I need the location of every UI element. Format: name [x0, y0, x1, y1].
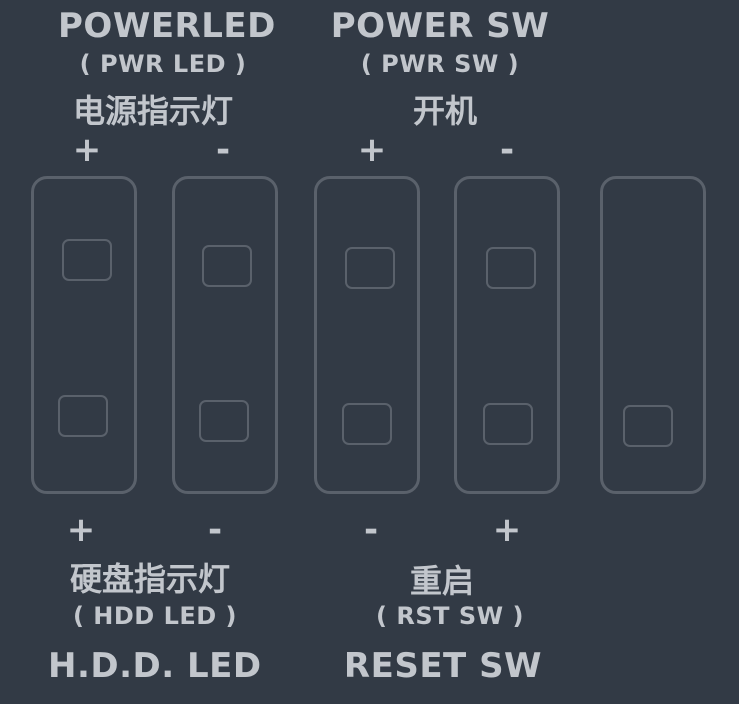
- reset-sw-label: RESET SW: [343, 646, 543, 686]
- pin-pad-top: [202, 245, 252, 287]
- pin-pad-bottom: [199, 400, 249, 442]
- hdd-led-minus-sign: -: [207, 510, 223, 550]
- pin-pad-top: [486, 247, 536, 289]
- power-sw-minus-sign: -: [499, 130, 515, 170]
- power-led-plus-sign: +: [72, 130, 102, 170]
- power-led-label: POWERLED: [58, 6, 276, 46]
- reset-sw-code: ( RST SW ): [376, 602, 524, 630]
- power-sw-code: ( PWR SW ): [360, 50, 520, 78]
- hdd-led-label: H.D.D. LED: [48, 646, 262, 686]
- pin-pad-bottom: [483, 403, 533, 445]
- pin-column-1: [31, 176, 137, 494]
- reset-sw-cn: 重启: [409, 562, 474, 600]
- pin-column-5: [600, 176, 706, 494]
- reset-sw-minus-sign: -: [363, 510, 379, 550]
- hdd-led-code: ( HDD LED ): [72, 602, 238, 630]
- hdd-led-plus-sign: +: [66, 510, 96, 550]
- pin-pad-bottom: [623, 405, 673, 447]
- pin-column-2: [172, 176, 278, 494]
- pin-pad-top: [62, 239, 112, 281]
- power-sw-cn: 开机: [412, 92, 477, 130]
- reset-sw-plus-sign: +: [492, 510, 522, 550]
- power-sw-plus-sign: +: [357, 130, 387, 170]
- pin-pad-bottom: [342, 403, 392, 445]
- pin-column-3: [314, 176, 420, 494]
- pin-column-4: [454, 176, 560, 494]
- pin-pad-bottom: [58, 395, 108, 437]
- power-led-cn: 电源指示灯: [72, 92, 233, 130]
- pin-pad-top: [345, 247, 395, 289]
- hdd-led-cn: 硬盘指示灯: [69, 560, 230, 598]
- power-led-code: ( PWR LED ): [79, 50, 247, 78]
- power-led-minus-sign: -: [215, 130, 231, 170]
- power-sw-label: POWER SW: [330, 6, 550, 46]
